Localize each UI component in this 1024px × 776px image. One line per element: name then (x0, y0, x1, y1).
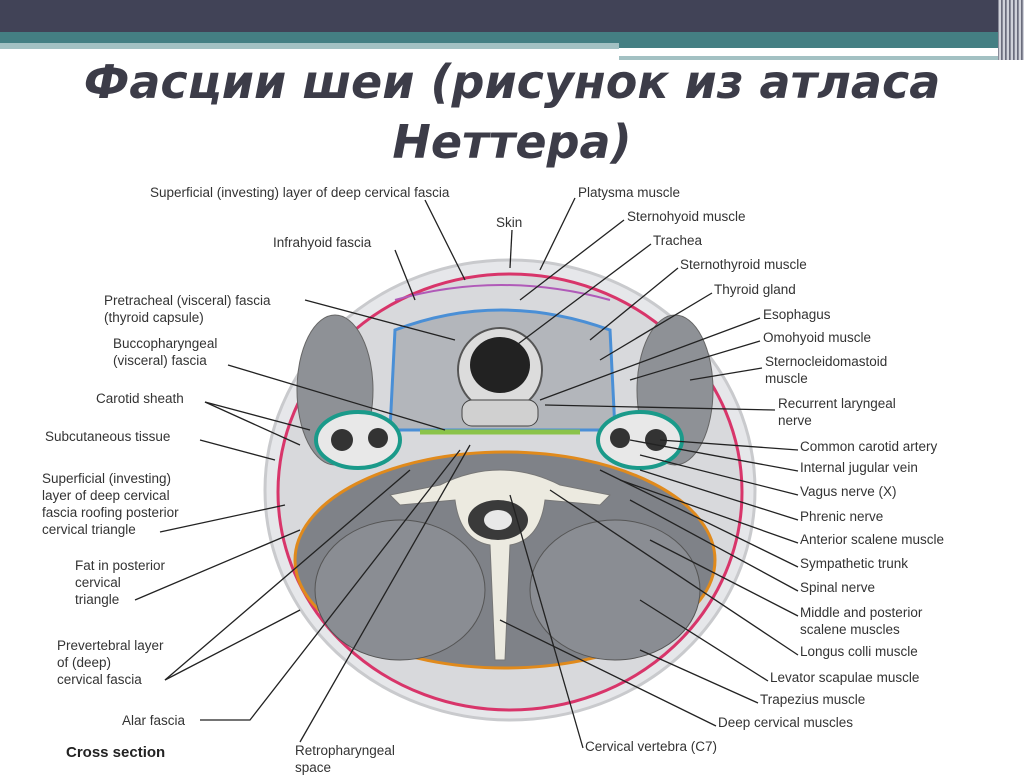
label-line: Fat in posterior (75, 558, 166, 573)
label-sternocleidomastoid: Sternocleidomastoid muscle (765, 353, 887, 387)
label-levator-scapulae: Levator scapulae muscle (770, 670, 920, 685)
figure-caption: Cross section (66, 744, 166, 761)
esophagus (461, 399, 539, 427)
title-line: Неттера) (392, 115, 632, 169)
label-infrahyoid-fascia: Infrahyoid fascia (273, 235, 372, 250)
label-sympathetic-trunk: Sympathetic trunk (800, 556, 909, 571)
label-line: muscle (765, 371, 808, 386)
label-line: Pretracheal (visceral) fascia (104, 293, 271, 308)
label-line: cervical fascia (57, 672, 142, 687)
label-line: Sternocleidomastoid (765, 354, 888, 369)
trachea-lumen (470, 337, 530, 393)
label-line: cervical (75, 575, 121, 590)
vertebra-c7 (388, 469, 612, 661)
label-line: (visceral) fascia (113, 353, 207, 368)
label-line: fascia roofing posterior (42, 505, 179, 520)
label-line: Middle and posterior (800, 605, 923, 620)
header-bar (0, 0, 1024, 32)
label-trapezius: Trapezius muscle (760, 692, 866, 707)
jugular-vein-right (610, 428, 630, 448)
label-trachea: Trachea (653, 233, 703, 248)
label-line: nerve (778, 413, 812, 428)
label-common-carotid: Common carotid artery (800, 439, 938, 454)
label-recurrent-laryngeal-nerve: Recurrent laryngeal nerve (778, 395, 896, 429)
label-fat-posterior-triangle: Fat in posterior cervical triangle (75, 557, 165, 608)
carotid-sheath-right (596, 410, 684, 470)
label-line: triangle (75, 592, 120, 607)
slide-title: Фасции шеи (рисунок из атласа Неттера) (0, 52, 1024, 172)
label-esophagus: Esophagus (763, 307, 831, 322)
carotid-artery-left (331, 429, 353, 451)
header-accent-line (619, 53, 969, 56)
label-buccopharyngeal-fascia: Buccopharyngeal (visceral) fascia (113, 335, 217, 369)
label-line: Retropharyngeal (295, 743, 395, 758)
header-stripes (998, 0, 1024, 60)
label-sternothyroid: Sternothyroid muscle (680, 257, 807, 272)
header-accent-line (0, 43, 619, 49)
label-alar-fascia: Alar fascia (122, 713, 186, 728)
label-longus-colli: Longus colli muscle (800, 644, 918, 659)
label-sternohyoid: Sternohyoid muscle (627, 209, 746, 224)
label-prevertebral-layer: Prevertebral layer of (deep) cervical fa… (57, 637, 164, 688)
label-line: Recurrent laryngeal (778, 396, 896, 411)
label-line: Superficial (investing) (42, 471, 172, 486)
header-accent-line (619, 56, 1024, 60)
label-line: scalene muscles (800, 622, 900, 637)
label-line: Buccopharyngeal (113, 336, 218, 351)
label-thyroid-gland: Thyroid gland (714, 282, 796, 297)
label-line: of (deep) (57, 655, 112, 670)
label-pretracheal-fascia: Pretracheal (visceral) fascia (thyroid c… (104, 292, 271, 326)
deep-muscles-left (314, 519, 486, 661)
jugular-vein-left (368, 428, 388, 448)
label-retropharyngeal-space: Retropharyngeal space (295, 742, 395, 776)
label-platysma: Platysma muscle (578, 185, 681, 200)
label-superficial-layer: Superficial (investing) layer of deep ce… (150, 185, 450, 200)
label-omohyoid: Omohyoid muscle (763, 330, 872, 345)
label-line: (thyroid capsule) (104, 310, 204, 325)
spinal-cord (484, 510, 512, 530)
label-vagus-nerve: Vagus nerve (X) (800, 484, 897, 499)
label-roofing-fascia: Superficial (investing) layer of deep ce… (42, 470, 179, 538)
label-subcutaneous-tissue: Subcutaneous tissue (45, 429, 171, 444)
label-cervical-vertebra: Cervical vertebra (C7) (585, 739, 718, 754)
label-line: cervical triangle (42, 522, 136, 537)
label-internal-jugular: Internal jugular vein (800, 460, 918, 475)
label-middle-posterior-scalene: Middle and posterior scalene muscles (800, 604, 922, 638)
label-line: space (295, 760, 332, 775)
label-skin: Skin (496, 215, 523, 230)
label-phrenic-nerve: Phrenic nerve (800, 509, 884, 524)
leader-lines (134, 197, 799, 749)
label-line: Prevertebral layer (57, 638, 164, 653)
label-spinal-nerve: Spinal nerve (800, 580, 876, 595)
label-carotid-sheath: Carotid sheath (96, 391, 184, 406)
label-deep-cervical-muscles: Deep cervical muscles (718, 715, 854, 730)
infrahyoid-fascia (394, 284, 611, 301)
carotid-sheath-left (314, 410, 402, 470)
deep-muscles-right (529, 519, 701, 661)
title-line: Фасции шеи (рисунок из атласа (83, 55, 941, 109)
label-line: layer of deep cervical (42, 488, 170, 503)
label-anterior-scalene: Anterior scalene muscle (800, 532, 945, 547)
